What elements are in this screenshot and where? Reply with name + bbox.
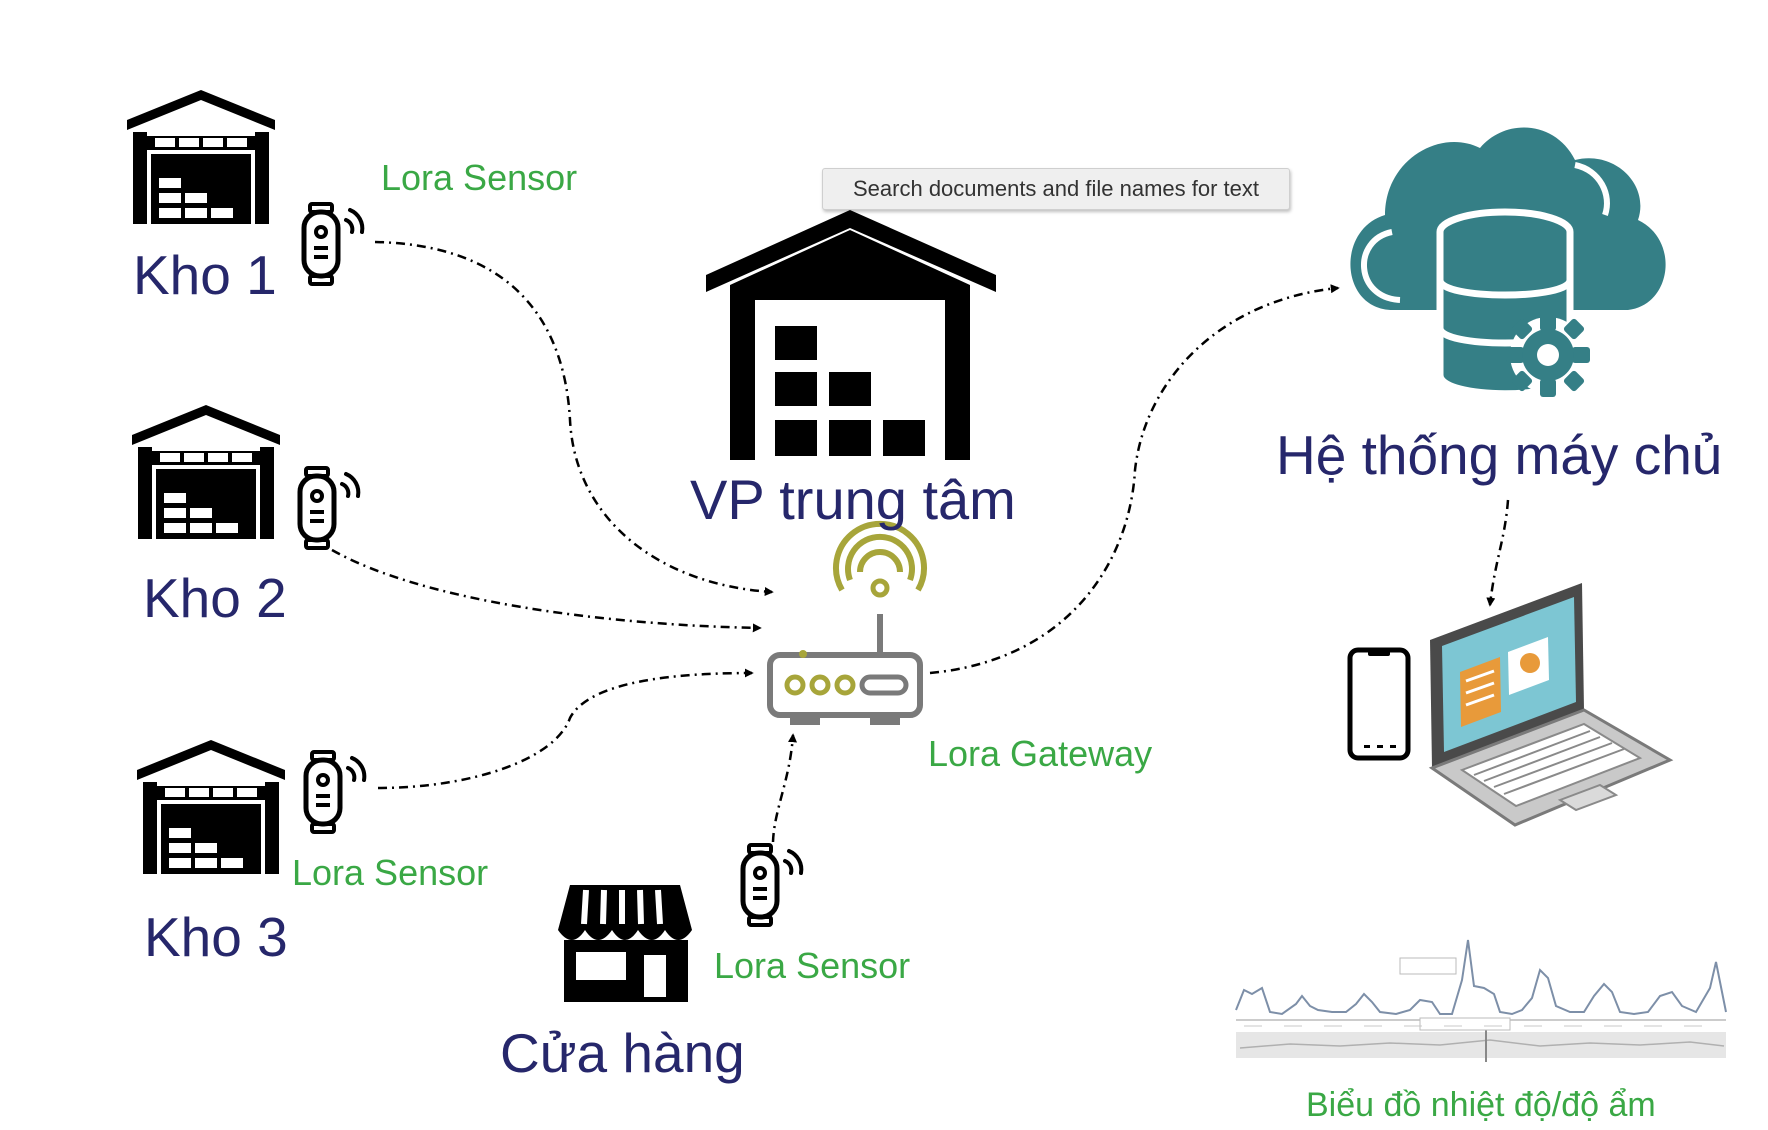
store-icon bbox=[558, 885, 692, 1002]
link-kho2-gateway bbox=[331, 548, 762, 633]
lora-sensor-icon bbox=[300, 468, 358, 548]
sensor-label-kho3: Lora Sensor bbox=[292, 852, 489, 893]
kho1-label: Kho 1 bbox=[133, 244, 277, 306]
gateway-label: Lora Gateway bbox=[928, 733, 1153, 774]
link-gateway-server bbox=[929, 284, 1340, 675]
link-store-gateway bbox=[771, 733, 798, 843]
lora-sensor-icon bbox=[304, 204, 362, 284]
kho3-label: Kho 3 bbox=[144, 906, 288, 968]
link-kho3-gateway bbox=[377, 668, 754, 790]
sensor-label-top: Lora Sensor bbox=[381, 157, 578, 198]
chart-caption: Biểu đồ nhiệt độ/độ ẩm bbox=[1306, 1086, 1656, 1124]
kho2-label: Kho 2 bbox=[143, 567, 287, 629]
search-tooltip: Search documents and file names for text bbox=[822, 168, 1290, 210]
warehouse-icon bbox=[127, 90, 275, 224]
lora-sensor-icon bbox=[306, 752, 364, 832]
line-chart-thumbnail bbox=[1235, 939, 1727, 1062]
warehouse-icon bbox=[706, 210, 996, 460]
router-icon bbox=[767, 520, 927, 725]
phone-icon bbox=[1347, 647, 1411, 761]
link-server-laptop bbox=[1486, 499, 1510, 607]
lora-sensor-icon bbox=[743, 845, 801, 925]
warehouse-icon bbox=[137, 740, 285, 874]
store-label: Cửa hàng bbox=[500, 1022, 745, 1084]
link-kho1-gateway bbox=[374, 240, 774, 597]
connectors bbox=[331, 240, 1510, 843]
vp-label: VP trung tâm bbox=[690, 468, 1016, 531]
laptop-icon bbox=[1428, 583, 1674, 827]
cloud-database-icon bbox=[1350, 127, 1666, 398]
server-label: Hệ thống máy chủ bbox=[1276, 424, 1723, 486]
warehouse-icon bbox=[132, 405, 280, 539]
sensor-label-store: Lora Sensor bbox=[714, 945, 911, 986]
